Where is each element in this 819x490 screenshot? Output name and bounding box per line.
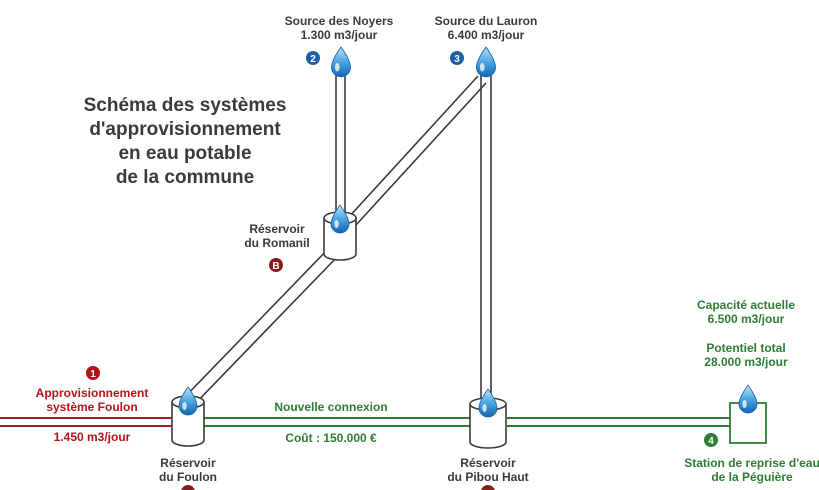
reservoir-pibou-label: Réservoir du Pibou Haut xyxy=(447,456,528,484)
badge-source-noyers: 2 xyxy=(306,51,320,65)
reservoir-pibou-haut xyxy=(469,388,507,449)
badge-station: 4 xyxy=(704,433,718,447)
supply-pipe-foulon xyxy=(0,417,172,427)
reservoir-foulon xyxy=(171,386,205,447)
badge-source-lauron: 3 xyxy=(450,51,464,65)
new-connection-pipe xyxy=(204,417,730,427)
supply-line2: système Foulon xyxy=(46,400,138,414)
title-line-2: d'approvisionnement xyxy=(89,119,281,140)
badge-supply: 1 xyxy=(86,366,100,380)
station-name-line2: de la Péguière xyxy=(711,470,793,484)
svg-text:B: B xyxy=(272,261,279,272)
reservoir-romanil-line1: Réservoir xyxy=(249,222,305,236)
reservoir-romanil xyxy=(323,204,357,261)
water-drop-icon xyxy=(475,46,497,78)
source-lauron-name: Source du Lauron xyxy=(434,14,538,28)
source-noyers-name: Source des Noyers xyxy=(284,14,394,28)
source-noyers-label: Source des Noyers 1.300 m3/jour xyxy=(285,14,394,42)
water-drop-icon xyxy=(738,384,758,414)
supply-volume: 1.450 m3/jour xyxy=(53,430,131,444)
svg-text:2: 2 xyxy=(310,54,316,65)
title-line-1: Schéma des systèmes xyxy=(83,95,287,116)
pipe-lauron-romanil xyxy=(347,75,487,226)
reservoir-foulon-line2: du Foulon xyxy=(159,470,217,484)
reservoir-romanil-line2: du Romanil xyxy=(244,236,310,250)
source-lauron-label: Source du Lauron 6.400 m3/jour xyxy=(435,14,538,42)
water-drop-icon xyxy=(178,386,198,416)
pipe-noyers-romanil xyxy=(335,68,346,212)
connection-label: Nouvelle connexion xyxy=(274,400,388,414)
station-potential: Potentiel total 28.000 m3/jour xyxy=(704,341,787,369)
station-peguiere xyxy=(729,384,767,444)
badge-foulon-cropped xyxy=(181,485,195,490)
title-line-3: en eau potable xyxy=(118,143,252,164)
reservoir-pibou-line1: Réservoir xyxy=(460,456,516,470)
water-drop-icon xyxy=(330,204,350,234)
reservoir-pibou-line2: du Pibou Haut xyxy=(447,470,529,484)
station-capacity: Capacité actuelle 6.500 m3/jour xyxy=(697,298,795,326)
pipe-lauron-pibou xyxy=(480,72,492,402)
supply-line1: Approvisionnement xyxy=(35,386,149,400)
svg-text:1: 1 xyxy=(90,369,96,380)
station-potential-value: 28.000 m3/jour xyxy=(704,355,788,369)
reservoir-romanil-label: Réservoir du Romanil xyxy=(244,222,309,250)
pipe-romanil-foulon xyxy=(179,246,340,411)
reservoir-foulon-label: Réservoir du Foulon xyxy=(159,456,217,484)
station-name-label: Station de reprise d'eau de la Péguière xyxy=(684,456,819,484)
water-drop-icon xyxy=(330,46,352,78)
supply-label: Approvisionnement système Foulon xyxy=(36,386,149,414)
source-lauron-volume: 6.400 m3/jour xyxy=(447,28,525,42)
station-name-line1: Station de reprise d'eau xyxy=(684,456,819,470)
station-potential-label: Potentiel total xyxy=(706,341,786,355)
station-capacity-label: Capacité actuelle xyxy=(696,298,796,312)
source-noyers-volume: 1.300 m3/jour xyxy=(300,28,378,42)
reservoir-foulon-line1: Réservoir xyxy=(160,456,216,470)
title-line-4: de la commune xyxy=(115,167,255,188)
diagram-title: Schéma des systèmes d'approvisionnement … xyxy=(70,94,300,190)
svg-text:4: 4 xyxy=(708,436,714,447)
station-capacity-value: 6.500 m3/jour xyxy=(707,312,785,326)
badge-romanil: B xyxy=(269,258,283,272)
connection-cost: Coût : 150.000 € xyxy=(285,431,377,445)
badge-pibou-cropped xyxy=(481,485,495,490)
svg-text:3: 3 xyxy=(454,54,460,65)
